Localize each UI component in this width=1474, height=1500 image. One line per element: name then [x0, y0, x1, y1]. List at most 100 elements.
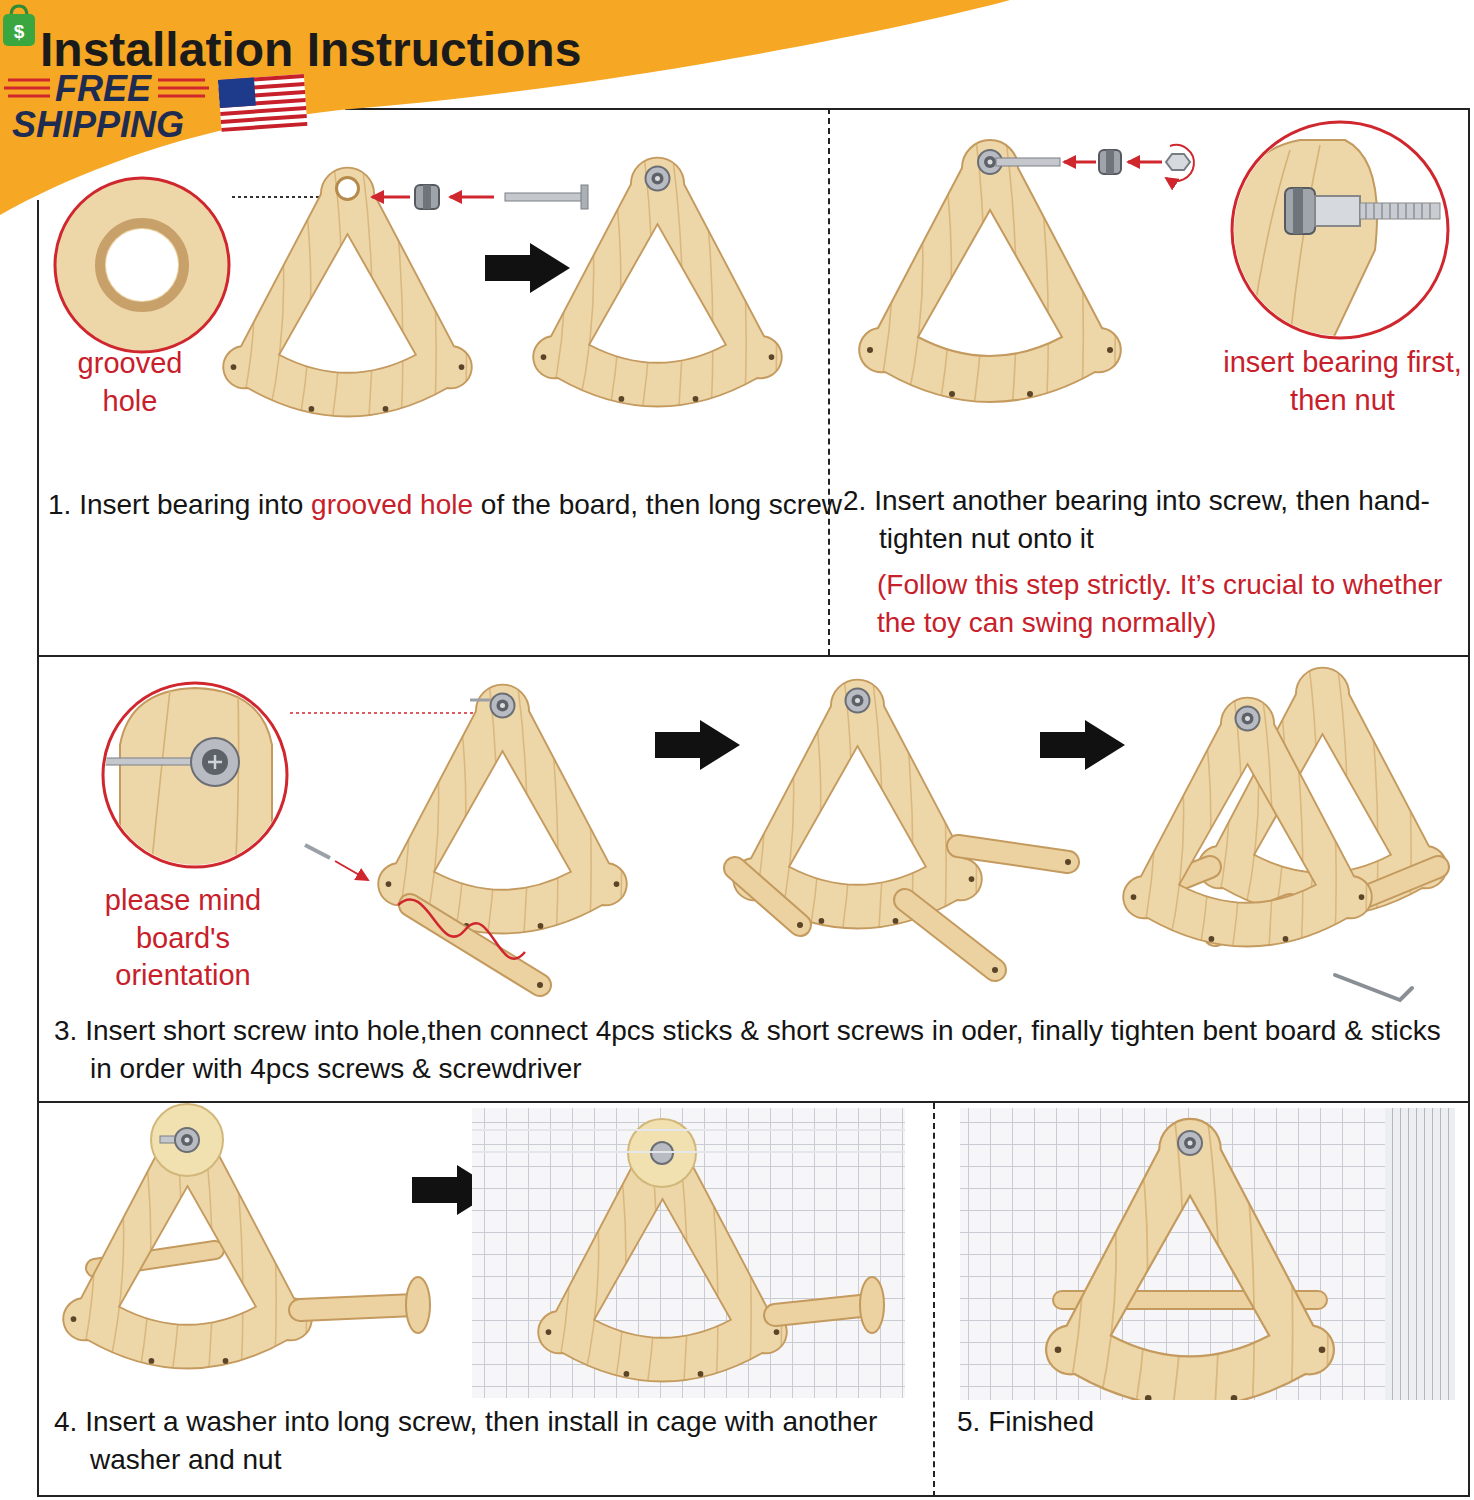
- orientation-callout: [150, 690, 239, 880]
- illustration: [533, 150, 781, 435]
- grooved-hole: [337, 178, 359, 200]
- screw-shaft: [996, 158, 1060, 166]
- bearing-side: [415, 185, 439, 209]
- frame-line: [345, 108, 831, 110]
- step-text: (Follow this step strictly. It’s crucial…: [877, 566, 1463, 642]
- badge-stripes: [158, 87, 209, 90]
- orientation-callout: [100, 683, 287, 880]
- grooved-hole-callout: [55, 178, 229, 352]
- illustration: [491, 694, 515, 718]
- red-arrow: [335, 861, 368, 880]
- illustration: [655, 720, 740, 770]
- shopping-bag: [3, 14, 35, 46]
- washer: [151, 1104, 223, 1176]
- perch-stick: [958, 846, 1068, 862]
- twist-arrow: [398, 899, 525, 958]
- long-screw: [581, 185, 588, 209]
- instruction-panel: 1. Insert bearing intogrooved holeof the…: [37, 108, 830, 655]
- perch-stick: [1365, 867, 1438, 897]
- step-text: of the board, then long screw: [481, 489, 842, 520]
- bearing-side: [1099, 150, 1121, 174]
- allen-key: [1335, 975, 1412, 1000]
- orientation-callout: [208, 755, 222, 769]
- instruction-panel: 2. Insert another bearing into screw, th…: [830, 108, 1470, 655]
- step-text-block: 2. Insert another bearing into screw, th…: [843, 482, 1463, 642]
- orientation-callout: [191, 738, 239, 786]
- perch-stick: [300, 1277, 430, 1333]
- perch-stick: [735, 868, 800, 925]
- callout-label: grooved hole: [55, 345, 205, 420]
- frame-line: [38, 109, 831, 655]
- page-title: Installation Instructions: [40, 22, 581, 77]
- leader-line: [232, 196, 330, 198]
- cage-photo: [472, 1108, 905, 1410]
- leader-line: [290, 712, 478, 714]
- orientation-callout: [120, 688, 272, 880]
- perch-stick: [406, 1277, 430, 1333]
- perch-stick: [797, 922, 803, 928]
- nut: [1166, 154, 1190, 170]
- red-arrow: [372, 196, 410, 199]
- badge-text: SHIPPING: [12, 107, 212, 143]
- bearing-side: [423, 185, 431, 209]
- long-screw: [505, 193, 583, 201]
- illustration: [846, 689, 870, 713]
- bearing-callout: [1225, 140, 1440, 345]
- bearing-side: [1106, 150, 1114, 174]
- step-text: 4. Insert a washer into long screw, then…: [54, 1403, 924, 1479]
- bearing-callout: [1360, 203, 1440, 219]
- step-text-block: 1. Insert bearing into grooved hole of the…: [48, 486, 854, 524]
- cage-photo: [775, 1305, 870, 1315]
- callout-label: insert bearing first, then nut: [1220, 344, 1465, 419]
- illustration: [1236, 707, 1260, 731]
- red-arrow: [450, 196, 494, 199]
- perch-stick: [905, 900, 995, 970]
- step-text-block: 3. Insert short screw into hole,then con…: [54, 1012, 1454, 1088]
- bearing-callout: [1225, 140, 1377, 345]
- finished-photo: [960, 1108, 1455, 1440]
- perch-stick: [300, 1305, 415, 1310]
- screw-pin: [470, 699, 490, 702]
- illustration: [1040, 720, 1125, 770]
- instruction-panel: 4. Insert a washer into long screw, then…: [37, 1103, 935, 1497]
- perch-stick: [410, 905, 540, 985]
- perch-stick: [410, 905, 540, 985]
- illustration: [859, 132, 1121, 432]
- orientation-callout: [100, 688, 272, 880]
- frame-line: [37, 200, 39, 655]
- step-text: 1. Insert bearing into: [48, 489, 303, 520]
- cage-photo: [860, 1277, 884, 1333]
- washer: [151, 1104, 223, 1176]
- us-flag: [218, 74, 307, 132]
- grooved-hole-callout: [106, 229, 178, 301]
- illustration: [646, 167, 670, 191]
- step-text: 5. Finished: [957, 1403, 1457, 1441]
- cage-photo: [472, 1119, 905, 1398]
- bag-symbol: $: [3, 22, 35, 41]
- perch-stick: [1365, 867, 1438, 897]
- perch-stick: [992, 967, 998, 973]
- illustration: [175, 1128, 199, 1152]
- step-text: grooved hole: [311, 489, 473, 520]
- illustration: [733, 672, 981, 957]
- finished-photo: [1385, 1108, 1455, 1400]
- cage-photo: [775, 1305, 870, 1315]
- perch-stick: [958, 846, 1068, 862]
- instruction-panel: 5. Finished: [935, 1103, 1470, 1497]
- bearing-side: [1099, 150, 1121, 174]
- callout-label: please mind board's orientation: [72, 882, 294, 995]
- bearing-callout: [1315, 196, 1360, 226]
- grooved-hole-callout: [100, 223, 184, 307]
- bearing-callout: [1250, 145, 1320, 340]
- us-flag: [218, 74, 307, 132]
- step-text: 2. Insert another bearing into screw, th…: [843, 482, 1463, 558]
- illustration: [223, 160, 471, 445]
- illustration: [485, 243, 570, 293]
- us-flag: [221, 122, 307, 132]
- badge-stripes: [158, 79, 205, 82]
- step-text-block: 5. Finished: [957, 1403, 1457, 1441]
- bearing-callout: [1225, 122, 1448, 345]
- us-flag: [218, 77, 256, 107]
